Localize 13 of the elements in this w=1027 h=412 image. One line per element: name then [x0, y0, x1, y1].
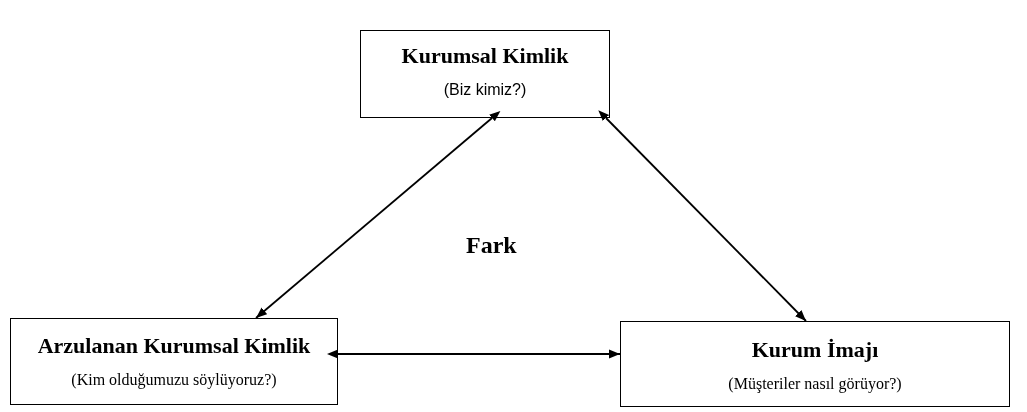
double-arrow — [327, 349, 621, 359]
double-arrow — [255, 110, 501, 319]
double-arrow — [598, 110, 807, 322]
process-box — [360, 30, 610, 118]
process-box — [620, 321, 1010, 407]
box-subtitle: (Müşteriler nasıl görüyor?) — [728, 375, 902, 393]
box-subtitle: (Kim olduğumuzu söylüyoruz?) — [71, 371, 277, 389]
box-title: Kurumsal Kimlik — [401, 43, 569, 69]
box-title: Arzulanan Kurumsal Kimlik — [37, 333, 311, 359]
box-subtitle: (Biz kimiz?) — [443, 81, 527, 99]
box-title: Kurum İmajı — [751, 337, 879, 363]
center-label: Fark — [466, 232, 517, 259]
process-box — [10, 318, 338, 405]
